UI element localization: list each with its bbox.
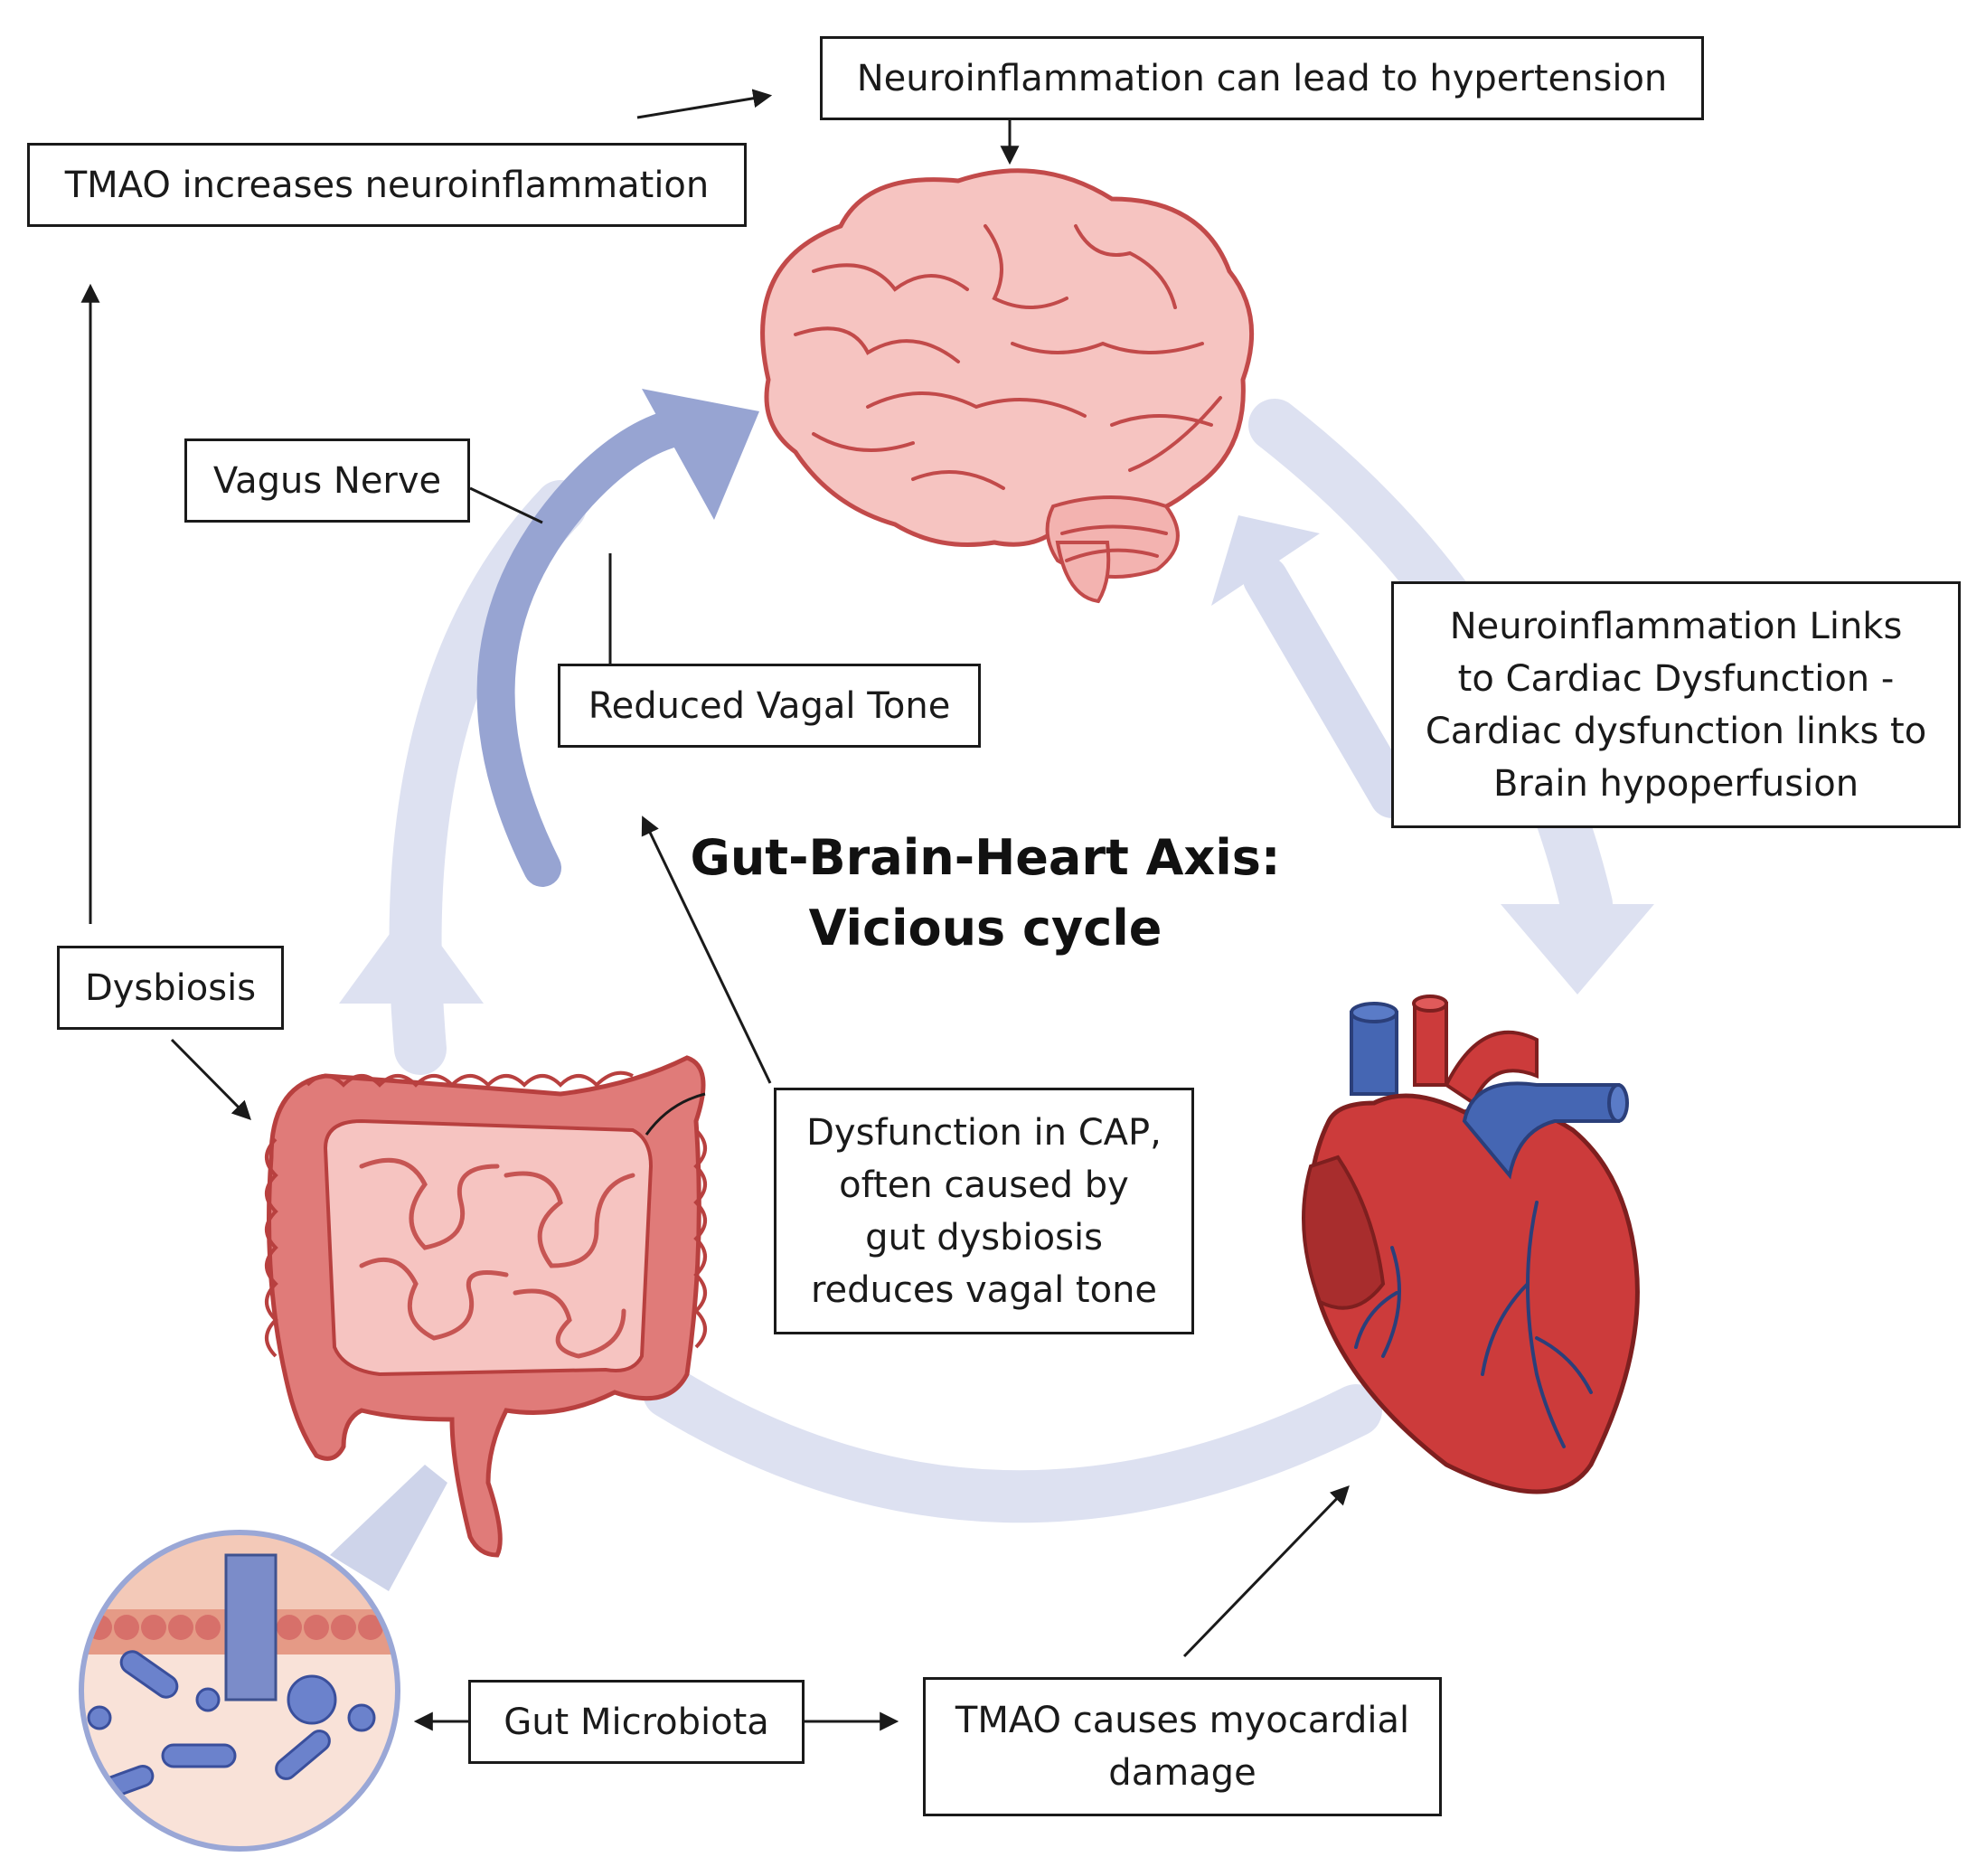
label-gut-microbiota-text: Gut Microbiota bbox=[504, 1701, 769, 1743]
connector-arrows bbox=[80, 89, 1350, 1731]
arrow-dysbiosis-to-gut bbox=[170, 1038, 251, 1120]
label-cap-dysfunction-line1: Dysfunction in CAP, bbox=[806, 1111, 1162, 1154]
arrow-cap-dysfunction bbox=[641, 815, 772, 1084]
label-cap-dysfunction-line2: often caused by bbox=[839, 1164, 1129, 1206]
label-vagus-nerve: Vagus Nerve bbox=[184, 438, 470, 523]
diagram-title-line1: Gut-Brain-Heart Axis: bbox=[690, 829, 1281, 886]
label-brain-heart-link: Neuroinflammation Links to Cardiac Dysfu… bbox=[1391, 581, 1961, 828]
label-reduced-vagal-tone: Reduced Vagal Tone bbox=[558, 664, 981, 748]
label-gut-microbiota: Gut Microbiota bbox=[468, 1680, 805, 1764]
label-tmao-myocardial-line1: TMAO causes myocardial bbox=[955, 1700, 1410, 1741]
gut-wall-magnifier-icon bbox=[79, 1465, 447, 1852]
label-brain-heart-link-line1: Neuroinflammation Links bbox=[1449, 605, 1903, 647]
label-neuroinflammation-hypertension-text: Neuroinflammation can lead to hypertensi… bbox=[856, 57, 1668, 99]
label-cap-dysfunction-line3: gut dysbiosis bbox=[865, 1216, 1103, 1259]
cycle-arrow-heart-to-brain bbox=[1243, 556, 1415, 818]
cycle-arrow-gut-to-heart bbox=[643, 1366, 1382, 1523]
line-vagus-nerve bbox=[469, 486, 543, 524]
label-tmao-neuroinflammation-text: TMAO increases neuroinflammation bbox=[64, 164, 710, 206]
label-tmao-myocardial: TMAO causes myocardial damage bbox=[923, 1677, 1442, 1816]
cycle-arrowhead-heart-brain bbox=[1211, 515, 1320, 606]
vagus-nerve-arrow bbox=[476, 406, 706, 887]
vagus-nerve-arrowhead bbox=[642, 389, 759, 520]
label-neuroinflammation-hypertension: Neuroinflammation can lead to hypertensi… bbox=[820, 36, 1704, 120]
label-cap-dysfunction: Dysfunction in CAP, often caused by gut … bbox=[774, 1088, 1194, 1334]
label-tmao-myocardial-line2: damage bbox=[1108, 1752, 1257, 1794]
label-vagus-nerve-text: Vagus Nerve bbox=[212, 459, 442, 502]
brain-icon bbox=[760, 168, 1255, 604]
label-reduced-vagal-tone-text: Reduced Vagal Tone bbox=[588, 684, 951, 727]
arrow-tmao-to-heart bbox=[1182, 1485, 1350, 1658]
diagram-title: Gut-Brain-Heart Axis: Vicious cycle bbox=[624, 823, 1347, 965]
label-dysbiosis: Dysbiosis bbox=[57, 946, 284, 1030]
label-cap-dysfunction-line4: reduces vagal tone bbox=[810, 1268, 1158, 1311]
label-brain-heart-link-line2: to Cardiac Dysfunction - bbox=[1457, 657, 1895, 700]
cycle-arrowhead-down bbox=[1501, 904, 1654, 995]
label-dysbiosis-text: Dysbiosis bbox=[84, 966, 257, 1009]
label-brain-heart-link-line4: Brain hypoperfusion bbox=[1492, 762, 1859, 805]
label-brain-heart-link-line3: Cardiac dysfunction links to bbox=[1425, 710, 1927, 752]
diagram-title-line2: Vicious cycle bbox=[808, 900, 1162, 957]
label-tmao-neuroinflammation: TMAO increases neuroinflammation bbox=[27, 143, 747, 227]
arrow-tmao-to-neuroinflammation bbox=[636, 89, 773, 119]
cycle-arrowhead-up bbox=[339, 904, 484, 1004]
intestine-icon bbox=[265, 1055, 707, 1558]
heart-icon bbox=[1302, 995, 1640, 1494]
